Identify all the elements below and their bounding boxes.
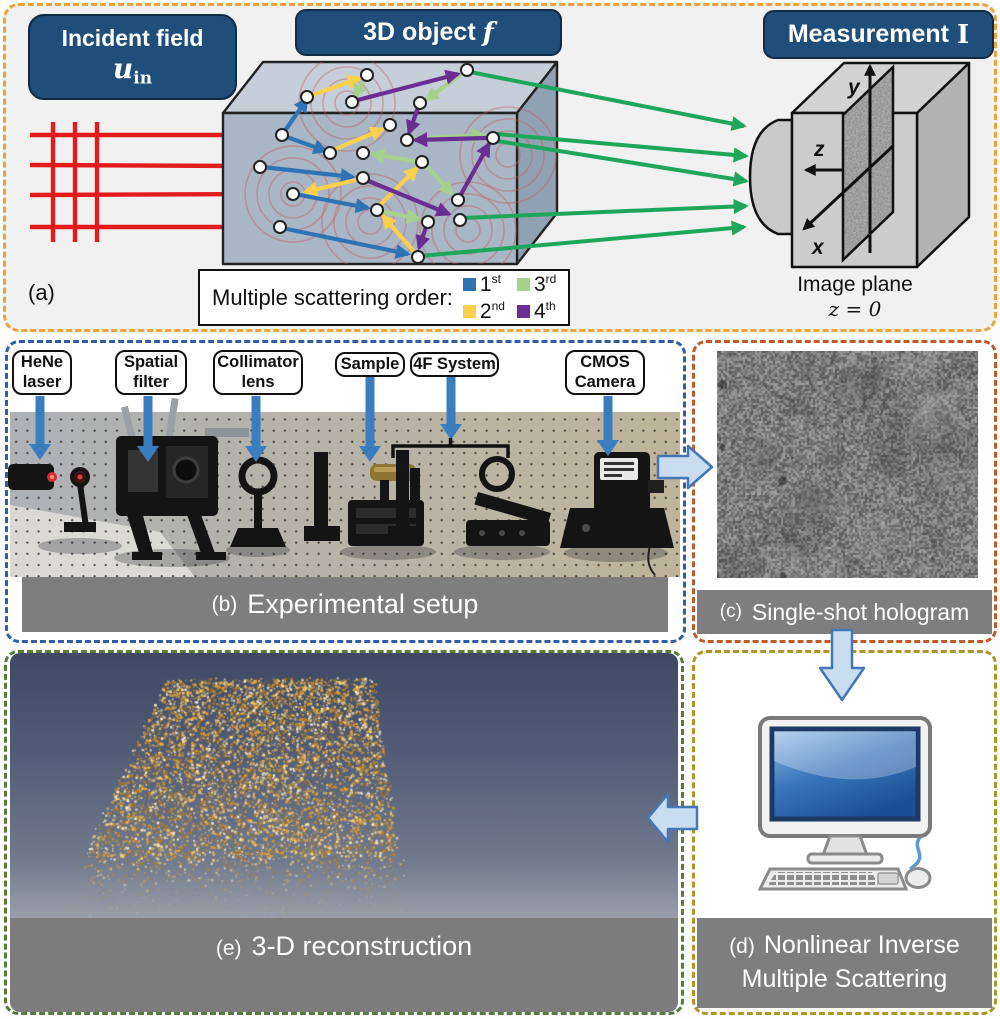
- object-symbol: f: [482, 17, 494, 48]
- incident-field-title-box: Incident field uin: [28, 14, 237, 100]
- panel-d-label: (d): [729, 935, 755, 959]
- collimator-lens-photo: [230, 456, 286, 547]
- second-order-arrows: [302, 75, 420, 256]
- incident-plane-wave: [29, 122, 283, 242]
- reconstruction-render: (e) 3-D reconstruction: [10, 653, 678, 1012]
- panel-e-label: (e): [215, 937, 242, 960]
- panel-e-3d-reconstruction: (e) 3-D reconstruction: [4, 650, 684, 1015]
- object-title-box: 3D object f: [295, 9, 562, 56]
- axis-label-x: x: [811, 236, 825, 259]
- legend-title: Multiple scattering order:: [212, 284, 453, 310]
- scatterer-particles: [253, 63, 500, 264]
- panel-c-label: (c): [719, 601, 742, 622]
- panel-e-caption-bar: (e) 3-D reconstruction: [10, 931, 678, 962]
- computer-icon: [757, 716, 932, 891]
- reconstruction-floor: [10, 918, 678, 1012]
- photo-area: [8, 397, 680, 577]
- label-4f-system: 4F System: [410, 352, 499, 377]
- legend-swatch-2nd: [462, 304, 476, 318]
- legend-item-2nd: 2nd: [462, 299, 505, 324]
- mouse-cable: [909, 833, 924, 871]
- measurement-title: Measurement: [787, 20, 949, 48]
- label-pointer-arrows: [29, 377, 619, 462]
- fourth-order-arrows: [353, 69, 491, 251]
- point-cloud: [10, 653, 678, 918]
- coordinate-axes: [802, 63, 895, 253]
- panel-b-label: (b): [211, 592, 238, 616]
- panel-a-label: (a): [28, 280, 55, 305]
- panel-a-forward-model: y z x Image plane z = 0 Incident field u…: [3, 3, 997, 332]
- incident-field-symbol: uin: [112, 52, 153, 89]
- panel-b-caption: Experimental setup: [247, 589, 479, 619]
- measurement-camera: y z x Image plane z = 0: [748, 61, 971, 321]
- legend-swatch-1st: [462, 277, 476, 291]
- panel-c-caption: Single-shot hologram: [751, 598, 970, 625]
- fourf-bracket: [391, 438, 510, 458]
- measurement-title-box: Measurement I: [763, 10, 994, 59]
- panel-b-caption-bar: (b) Experimental setup: [22, 577, 668, 632]
- mouse: [904, 867, 932, 889]
- panel-d-caption-line2: Multiple Scattering: [741, 965, 948, 993]
- legend-swatch-3rd: [516, 277, 530, 291]
- image-plane-caption: Image plane: [797, 273, 913, 296]
- panel-c-hologram: (c) Single-shot hologram: [692, 340, 997, 643]
- lens-shape: [748, 118, 794, 236]
- hologram-image: [717, 351, 978, 578]
- spatial-filter-photo: [116, 397, 249, 560]
- image-plane-z0: z = 0: [828, 297, 882, 321]
- fourf-system-photo: [388, 450, 552, 546]
- axis-label-z: z: [813, 138, 825, 161]
- legend-swatch-4th: [516, 304, 530, 318]
- measurement-symbol: I: [957, 19, 970, 50]
- panel-d-caption-line1: Nonlinear Inverse: [763, 931, 960, 960]
- legend-item-3rd: 3rd: [516, 272, 556, 297]
- legend-item-1st: 1st: [462, 272, 505, 297]
- scattering-order-legend: Multiple scattering order: 1st 3rd 2nd 4…: [198, 269, 570, 326]
- legend-items: 1st 3rd 2nd 4th: [462, 272, 556, 324]
- measured-field-arrows: [419, 70, 749, 258]
- scattering-diagram: y z x Image plane z = 0: [29, 60, 971, 321]
- optical-table-photo: [8, 377, 680, 577]
- mirror-mount-photo: [304, 452, 340, 541]
- panel-d-reconstruction-algorithm: (d) Nonlinear Inverse Multiple Scatterin…: [692, 650, 997, 1015]
- legend-item-4th: 4th: [516, 299, 556, 324]
- panel-e-caption: 3-D reconstruction: [251, 931, 473, 961]
- axis-label-y: y: [847, 76, 861, 99]
- cmos-camera-photo: [560, 452, 674, 576]
- object-title: 3D object: [363, 18, 476, 46]
- label-sample: Sample: [335, 352, 405, 377]
- panel-c-caption-bar: (c) Single-shot hologram: [697, 590, 992, 634]
- panel-d-caption-bar: (d) Nonlinear Inverse Multiple Scatterin…: [697, 918, 992, 1008]
- hene-laser-photo: [8, 464, 96, 532]
- incident-field-title: Incident field: [61, 24, 204, 51]
